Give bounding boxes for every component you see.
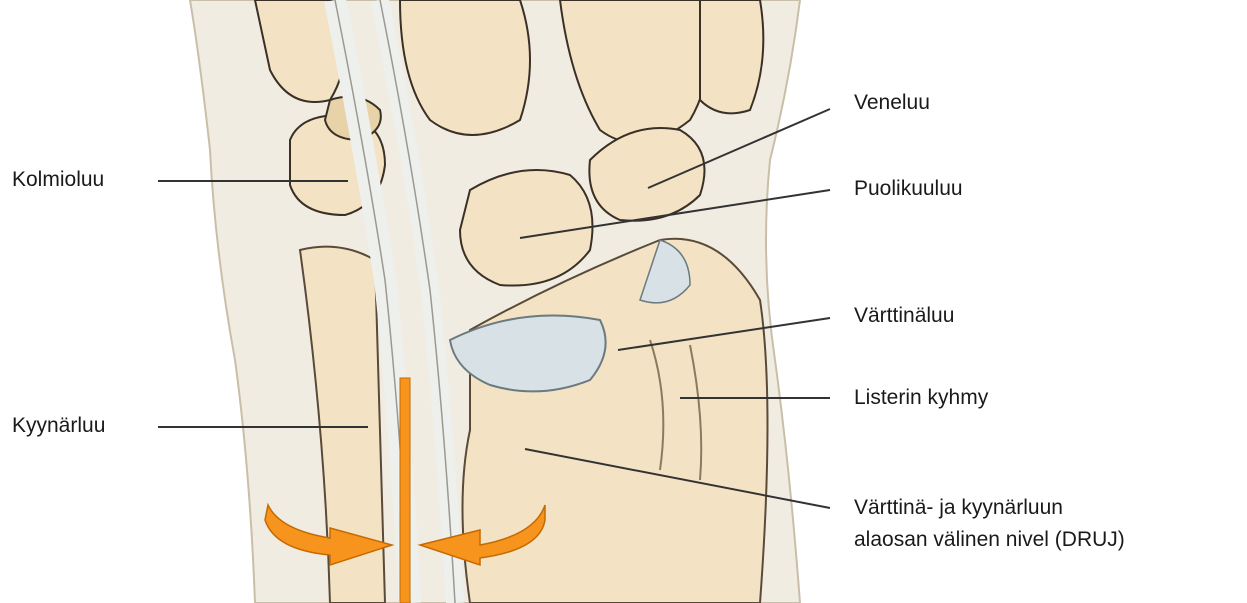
rotation-axis-bar <box>400 378 410 603</box>
label-druj-line-2: alaosan välinen nivel (DRUJ) <box>854 526 1125 554</box>
label-varttinaluu: Värttinäluu <box>854 302 954 330</box>
label-kolmioluu: Kolmioluu <box>12 166 104 194</box>
label-kyynarluu: Kyynärluu <box>12 412 105 440</box>
label-veneluu: Veneluu <box>854 89 930 117</box>
label-puolikuuluu: Puolikuuluu <box>854 175 963 203</box>
label-listerin-kyhmy: Listerin kyhmy <box>854 384 988 412</box>
lunate-bone <box>460 170 593 286</box>
carpal-bone-trapezium <box>700 0 763 113</box>
label-druj-line-1: Värttinä- ja kyynärluun <box>854 494 1063 522</box>
